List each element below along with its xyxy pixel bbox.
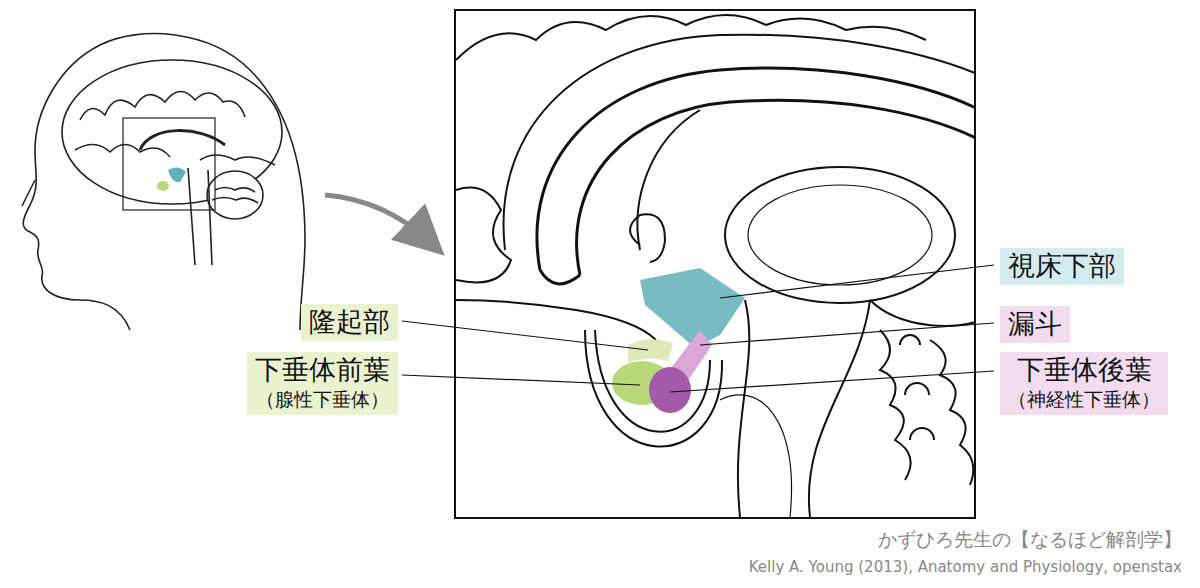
head-outline [22,34,305,330]
sagittal-section [456,11,974,517]
structure-name: 視床下部 [1008,250,1116,282]
label-box: 隆起部 [301,304,398,341]
label-box: 下垂体前葉（腺性下垂体） [247,352,398,415]
label-box: 漏斗 [1000,306,1070,343]
label-box: 下垂体後葉（神経性下垂体） [1000,352,1168,415]
zoom-arrow [325,195,430,242]
structure-name: 漏斗 [1008,308,1062,340]
zoom-box [123,118,215,210]
leader-lines [402,265,994,392]
structure-subname: （腺性下垂体） [255,386,390,412]
label-box: 視床下部 [1000,248,1124,285]
structure-name: 下垂体後葉 [1008,354,1160,386]
credit-text: Kelly A. Young (2013), Anatomy and Physi… [749,558,1182,576]
structure-subname: （神経性下垂体） [1008,386,1160,412]
frame [455,10,975,518]
structure-name: 隆起部 [309,306,390,338]
structure-name: 下垂体前葉 [255,354,390,386]
credit-text: かずひろ先生の【なるほど解剖学】 [878,527,1182,553]
